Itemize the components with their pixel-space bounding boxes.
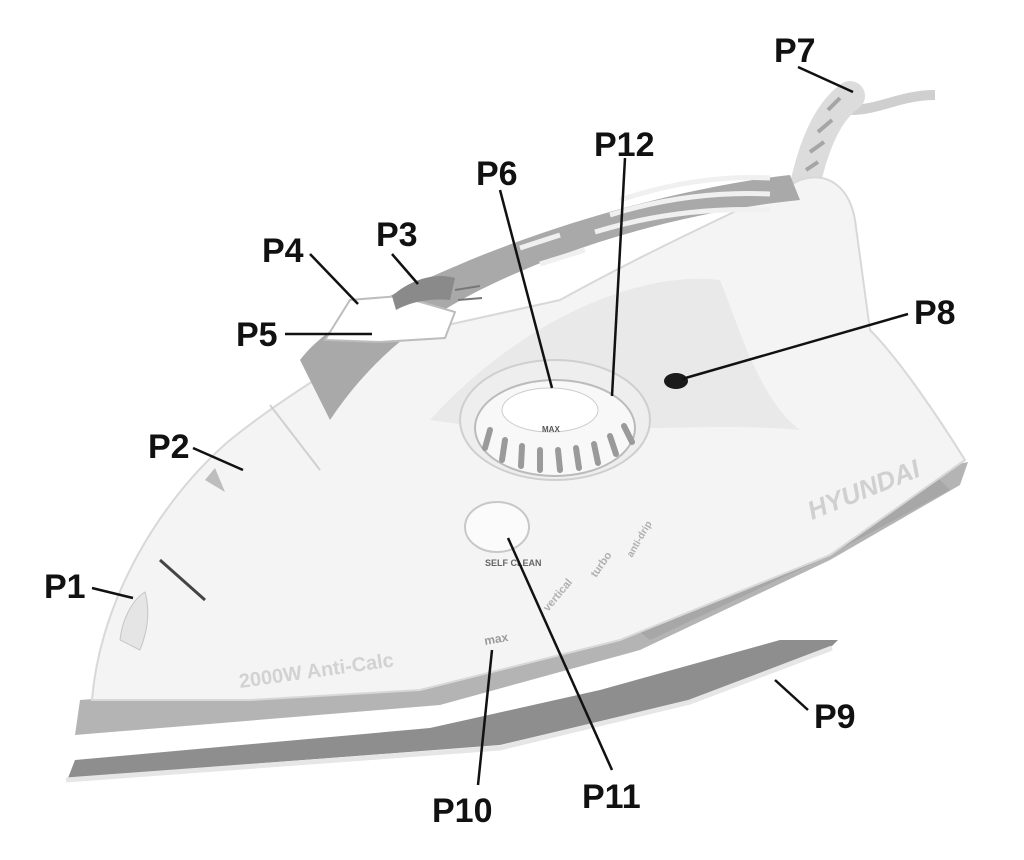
indicator-light [664, 373, 688, 389]
leader-p7 [797, 65, 854, 94]
leader-p12 [610, 157, 627, 397]
leader-lines [91, 65, 909, 786]
water-inlet-cover [205, 468, 225, 492]
label-p9: P9 [814, 698, 856, 736]
leader-p10 [476, 649, 494, 786]
power-cord [790, 81, 936, 200]
leader-p8 [681, 312, 909, 381]
label-p3: P3 [376, 216, 418, 254]
temperature-dial: MAX [459, 359, 651, 481]
leader-p9 [774, 679, 809, 711]
label-p11: P11 [582, 778, 641, 816]
steam-control-slider [392, 276, 483, 310]
label-p7: P7 [774, 32, 816, 70]
self-clean-button: SELF CLEAN [464, 501, 542, 568]
leader-p11 [506, 537, 614, 771]
spray-nozzle [119, 591, 149, 651]
leader-p4 [309, 253, 359, 305]
self-clean-text: SELF CLEAN [485, 558, 542, 568]
dial-max-text: MAX [542, 425, 560, 434]
label-p12: P12 [594, 126, 655, 164]
spray-button [323, 294, 457, 344]
label-p5: P5 [236, 316, 278, 354]
leader-p6 [498, 189, 554, 389]
label-p8: P8 [914, 294, 956, 332]
label-p4: P4 [262, 232, 304, 270]
max-fill-text: max [483, 630, 509, 648]
label-p10: P10 [432, 792, 493, 830]
leader-p1 [91, 586, 134, 600]
label-p1: P1 [44, 568, 86, 606]
leader-p3 [391, 253, 419, 285]
leader-p2 [192, 446, 244, 472]
label-p2: P2 [148, 428, 190, 466]
label-p6: P6 [476, 155, 518, 193]
soleplate [65, 640, 838, 783]
